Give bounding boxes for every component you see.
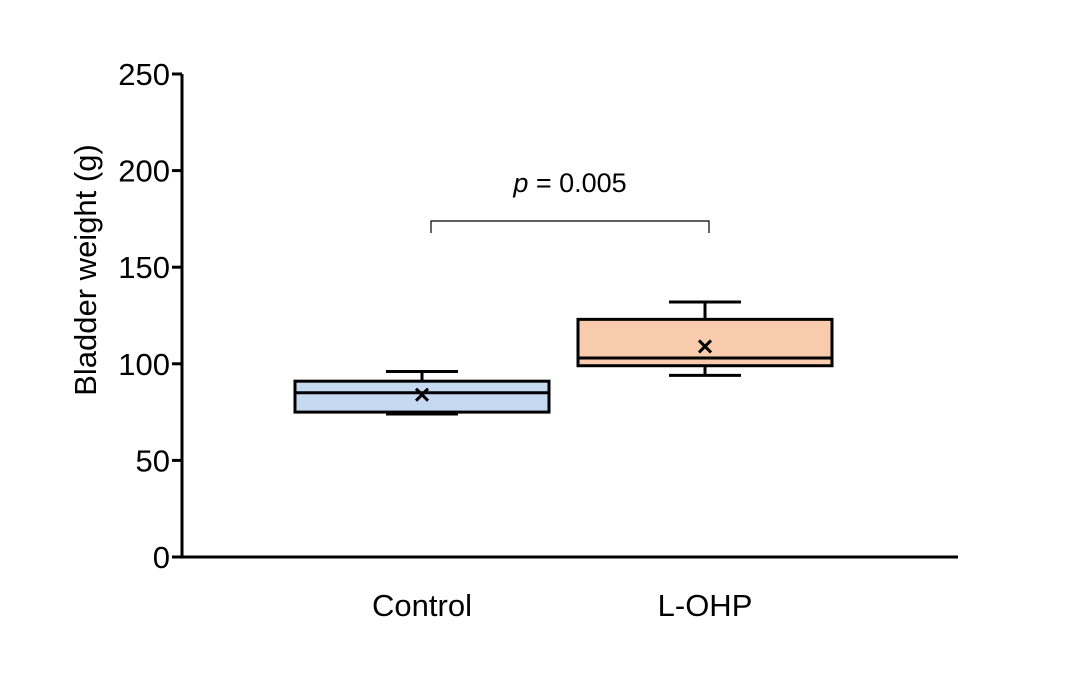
- box-group: [576, 300, 834, 377]
- significance-bracket: [430, 220, 710, 233]
- y-tick-label: 250: [118, 57, 170, 92]
- mean-marker: [414, 387, 430, 402]
- p-symbol: p: [512, 168, 528, 198]
- y-axis: 0 50 100 150 200 250: [118, 57, 184, 575]
- y-axis-title: Bladder weight (g): [68, 144, 103, 396]
- y-tick-label: 50: [136, 443, 170, 478]
- x-category-label: Control: [372, 588, 472, 623]
- y-tick-label: 0: [153, 540, 170, 575]
- significance-annotation: p = 0.005: [430, 168, 710, 233]
- box-series: [293, 300, 834, 416]
- p-value-label: p = 0.005: [512, 168, 626, 198]
- box-group: [293, 370, 551, 416]
- y-tick-label: 200: [118, 154, 170, 189]
- y-tick-label: 150: [118, 250, 170, 285]
- p-value-text: = 0.005: [528, 168, 626, 198]
- mean-marker-stroke: [414, 387, 430, 402]
- mean-marker-stroke: [697, 339, 713, 354]
- y-tick-label: 100: [118, 347, 170, 382]
- x-axis: Control L-OHP: [180, 555, 958, 623]
- x-category-label: L-OHP: [658, 588, 753, 623]
- mean-marker: [697, 339, 713, 354]
